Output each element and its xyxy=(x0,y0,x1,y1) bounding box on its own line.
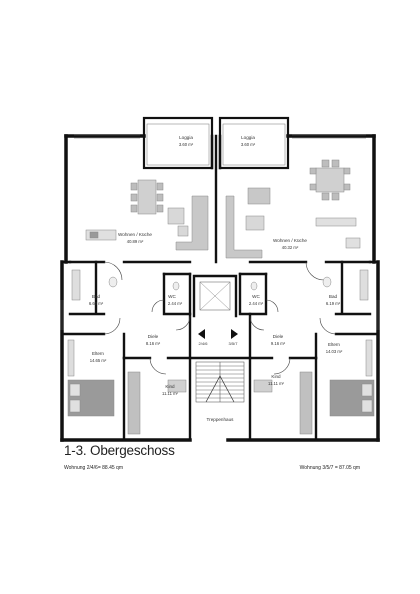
bad-left-area: 6.60 m² xyxy=(89,301,104,306)
loggia-left-area: 3.60 m² xyxy=(179,142,194,147)
diele-right-area: 9.16 m² xyxy=(271,341,286,346)
wc-right-name: WC xyxy=(252,294,260,299)
diele-left-area: 8.16 m² xyxy=(146,341,161,346)
entrance-arrows xyxy=(198,329,238,339)
windows xyxy=(60,134,380,330)
entrance-right-label: 3/5/7 xyxy=(229,341,239,346)
interior-walls xyxy=(60,134,380,442)
stair-name: Treppenhaus xyxy=(207,417,235,422)
unit-left-area: Wohnung 2/4/6= 88.45 qm xyxy=(64,465,123,471)
furniture-left xyxy=(67,179,209,435)
floor-title: 1-3. Obergeschoss xyxy=(64,443,175,458)
room-labels: Loggia 3.60 m² Loggia 3.60 m² Wohnen / K… xyxy=(89,135,343,422)
loggia-right-name: Loggia xyxy=(241,135,255,140)
kind-left-area: 11.11 m² xyxy=(162,391,179,396)
bad-right-name: Bad xyxy=(329,294,338,299)
eltern-right-area: 14.03 m² xyxy=(326,349,343,354)
outer-walls xyxy=(60,134,380,442)
bad-left-name: Bad xyxy=(92,294,101,299)
doors xyxy=(103,261,337,375)
furniture-right xyxy=(199,159,375,435)
arrow-right-icon xyxy=(231,329,238,339)
eltern-right-name: Eltern xyxy=(328,342,340,347)
wohnen-right-name: Wohnen / Küche xyxy=(273,238,307,243)
eltern-left-area: 14.65 m² xyxy=(90,358,107,363)
diele-right-name: Diele xyxy=(273,334,284,339)
wc-left-area: 2.44 m² xyxy=(168,301,183,306)
wohnen-left-area: 40.89 m² xyxy=(127,239,144,244)
arrow-left-icon xyxy=(198,329,205,339)
diele-left-name: Diele xyxy=(148,334,159,339)
kind-right-name: Kind xyxy=(271,374,281,379)
entrance-left-label: 2/4/6 xyxy=(199,341,209,346)
wc-right-area: 2.44 m² xyxy=(249,301,264,306)
loggia-left-name: Loggia xyxy=(179,135,193,140)
wc-left-name: WC xyxy=(168,294,176,299)
stairs xyxy=(195,361,245,403)
loggia-right-area: 3.60 m² xyxy=(241,142,256,147)
eltern-left-name: Eltern xyxy=(92,351,104,356)
wohnen-right-area: 40.32 m² xyxy=(282,245,299,250)
unit-right-area: Wohnung 3/5/7 = 87.05 qm xyxy=(299,465,360,471)
kind-right-area: 11.11 m² xyxy=(268,381,285,386)
wohnen-left-name: Wohnen / Küche xyxy=(118,232,152,237)
kind-left-name: Kind xyxy=(165,384,175,389)
bad-right-area: 6.19 m² xyxy=(326,301,341,306)
